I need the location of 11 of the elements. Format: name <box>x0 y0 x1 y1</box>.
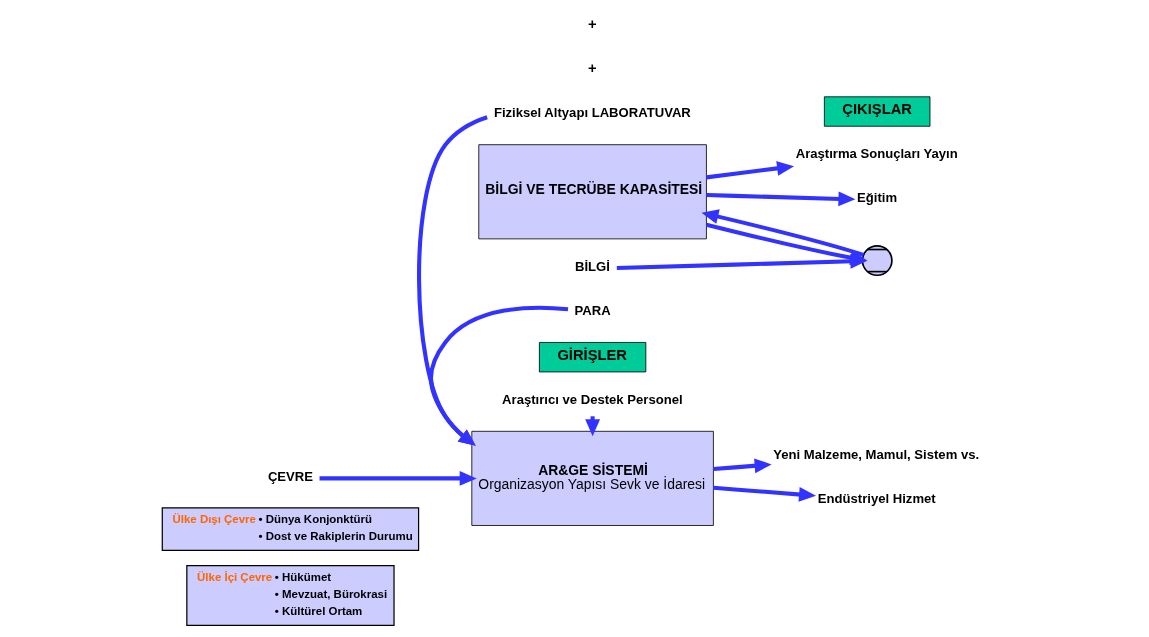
node-text: Araştırıcı ve Destek Personel <box>501 391 683 407</box>
node-text: BİLGİ <box>574 259 610 275</box>
node-text: Fiziksel Altyapı LABORATUVAR <box>493 105 691 121</box>
node-text: PARA <box>574 303 611 319</box>
node-text: Eğitim <box>856 190 897 206</box>
node-text: Endüstriyel Hizmet <box>817 490 936 506</box>
label: + <box>587 16 597 33</box>
node-text: ÇEVRE <box>267 468 313 484</box>
node-text: Yeni Malzeme, Mamul, Sistem vs. <box>772 446 979 462</box>
node-text: Araştırma Sonuçları Yayın <box>795 146 958 162</box>
label: + <box>587 60 597 77</box>
